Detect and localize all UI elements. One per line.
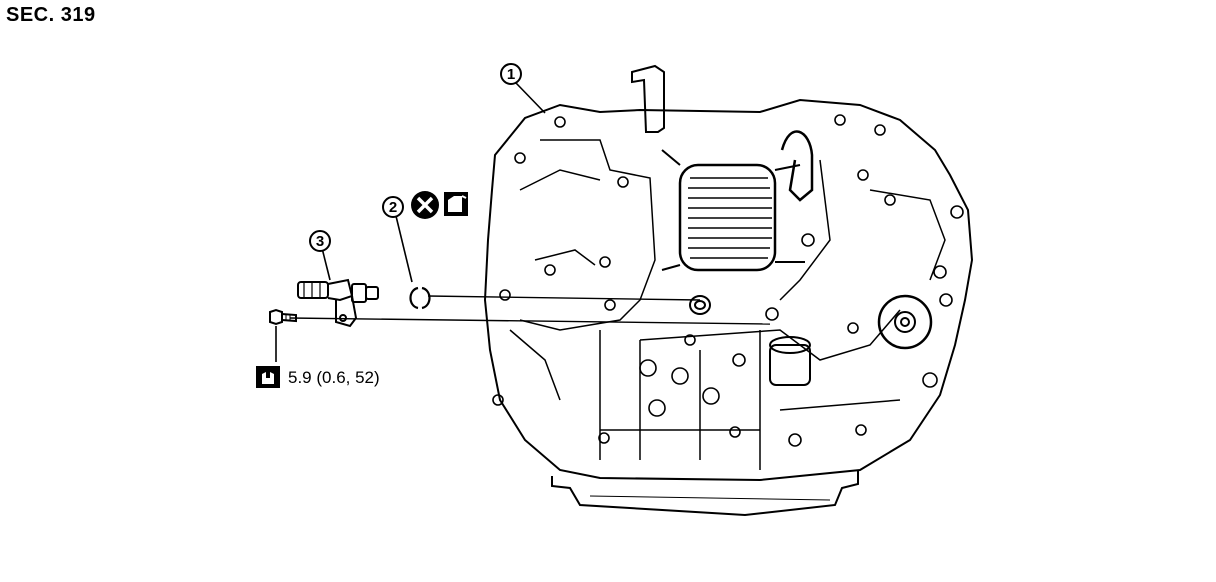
callout-3: 3 [309,230,331,252]
guide-line-upper [427,295,701,301]
housing-bolts [492,114,964,447]
fluid-application-icon [444,192,468,216]
do-not-reuse-icon [411,191,439,219]
oil-pan [551,470,859,517]
torque-value: 5.9 (0.6, 52) [288,368,380,387]
oil-cooler [678,163,777,272]
shaft-flange [877,294,933,350]
bracket [631,64,665,133]
o-ring [409,286,431,310]
sensor-bolt [269,308,297,326]
torque-wrench-icon [256,366,280,388]
cooler-hose [780,130,814,202]
section-label: SEC. 319 [6,4,96,26]
callout-1: 1 [500,63,522,85]
callout-2: 2 [382,196,404,218]
transaxle-housing [483,98,974,482]
guide-line-lower [289,317,771,325]
sensor [297,278,379,328]
oil-cooler-fins [688,177,772,259]
